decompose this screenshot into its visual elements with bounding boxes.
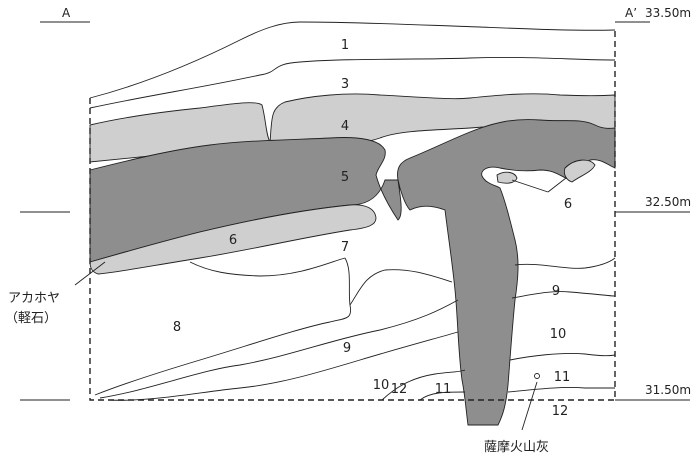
boundary-upper-right bbox=[514, 257, 616, 269]
layer-6-band bbox=[89, 204, 377, 275]
layer-label-6-right: 6 bbox=[564, 197, 572, 212]
boundary-7-8 bbox=[94, 257, 352, 396]
layer-label-12-left: 12 bbox=[391, 382, 408, 397]
section-label-left: A bbox=[62, 6, 71, 20]
layer-label-9-right: 9 bbox=[552, 284, 560, 299]
elevation-label-31-50: 31.50m bbox=[645, 383, 691, 397]
akahoya-label: アカホヤ bbox=[8, 291, 60, 306]
layer-label-8: 8 bbox=[173, 320, 181, 335]
layer-label-10-right: 10 bbox=[550, 327, 567, 342]
section-frame bbox=[89, 30, 616, 401]
layer-label-6-left: 6 bbox=[229, 233, 237, 248]
boundary-10-11-left bbox=[381, 369, 466, 401]
layer-label-9-left: 9 bbox=[343, 341, 351, 356]
layer-label-1: 1 bbox=[341, 38, 349, 53]
boundary-9-10-left bbox=[109, 331, 459, 401]
layer-label-12-right: 12 bbox=[552, 404, 569, 419]
elevation-label-33-50: 33.50m bbox=[645, 6, 691, 20]
layer-label-5: 5 bbox=[341, 170, 349, 185]
layer-label-10-left: 10 bbox=[373, 378, 390, 393]
satsuma-leader bbox=[521, 381, 538, 431]
layer-5-band bbox=[89, 119, 616, 426]
boundary-9-10-right bbox=[511, 291, 616, 299]
layer6-leader-right bbox=[547, 177, 567, 193]
akahoya-leader bbox=[74, 261, 106, 286]
boundary-10-11-right bbox=[509, 353, 616, 361]
section-label-right: A’ bbox=[625, 6, 637, 20]
satsuma-sample-point bbox=[534, 373, 540, 379]
boundary-6-7 bbox=[189, 257, 346, 277]
akahoya-pumice-label: （軽石） bbox=[5, 311, 57, 326]
ground-surface-line bbox=[89, 21, 616, 99]
layer-label-3: 3 bbox=[341, 77, 349, 92]
layer-label-11-right: 11 bbox=[554, 370, 571, 385]
layer-6-lens-right bbox=[563, 159, 596, 183]
boundary-8-9 bbox=[99, 299, 459, 399]
layer-label-7: 7 bbox=[341, 240, 349, 255]
boundary-1-3 bbox=[89, 57, 616, 109]
layer-6-lens-left bbox=[496, 171, 518, 184]
boundary-7-9 bbox=[349, 269, 453, 306]
layer-label-4: 4 bbox=[341, 119, 349, 134]
boundary-11-12-right bbox=[507, 387, 615, 393]
layer-label-11-left: 11 bbox=[435, 382, 452, 397]
layer6-leader-left bbox=[511, 179, 549, 193]
boundary-11-12-left bbox=[419, 391, 466, 401]
satsuma-ash-label: 薩摩火山灰 bbox=[484, 439, 549, 455]
elevation-label-32-50: 32.50m bbox=[645, 195, 691, 209]
